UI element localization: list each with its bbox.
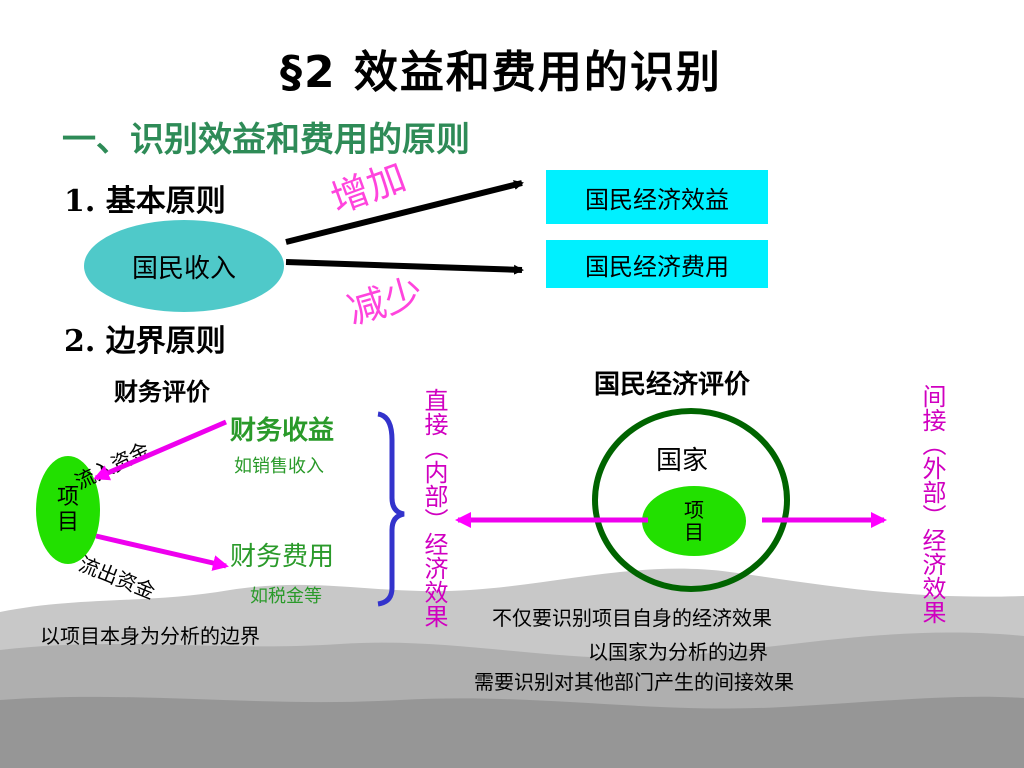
financial-income-label: 财务收益 <box>230 416 335 446</box>
financial-cost-example: 如税金等 <box>250 586 322 607</box>
national-income-ellipse: 国民收入 <box>84 220 284 312</box>
outflow-arrow <box>95 533 229 571</box>
increase-arrow <box>285 180 524 245</box>
page-title: §2 效益和费用的识别 <box>280 47 722 98</box>
financial-cost-label: 财务费用 <box>230 542 335 572</box>
project-label-national: 项目 <box>684 498 704 544</box>
national-evaluation-title: 国民经济评价 <box>594 370 751 400</box>
basic-principle-heading: 1. 基本原则 <box>64 184 226 219</box>
national-cost-box: 国民经济费用 <box>546 240 768 288</box>
national-benefit-label: 国民经济效益 <box>585 185 729 214</box>
national-note-line-2: 以国家为分析的边界 <box>588 640 768 664</box>
decrease-arrow <box>285 259 524 275</box>
grouping-brace <box>377 411 405 607</box>
project-ellipse-financial: 项目 <box>36 456 100 564</box>
national-benefit-box: 国民经济效益 <box>546 170 768 224</box>
financial-income-example: 如销售收入 <box>234 456 324 477</box>
national-note-line-3: 需要识别对其他部门产生的间接效果 <box>474 670 794 694</box>
financial-boundary-note: 以项目本身为分析的边界 <box>40 624 260 648</box>
national-note-line-1: 不仅要识别项目自身的经济效果 <box>492 606 772 630</box>
financial-evaluation-title: 财务评价 <box>114 378 210 406</box>
nation-circle <box>592 408 790 592</box>
national-income-label: 国民收入 <box>131 253 236 284</box>
direct-effect-vertical-label: 直接（内部）经济效果 <box>420 388 448 628</box>
marginal-principle-heading: 2. 边界原则 <box>64 324 226 359</box>
project-label-financial: 项目 <box>56 484 79 535</box>
project-ellipse-national: 项目 <box>642 486 746 556</box>
section-subtitle: 一、识别效益和费用的原则 <box>62 120 470 160</box>
inflow-arrow <box>93 419 227 481</box>
nation-label: 国家 <box>656 446 709 476</box>
indirect-effect-vertical-label: 间接（外部）经济效果 <box>918 384 946 624</box>
national-cost-label: 国民经济费用 <box>585 252 729 281</box>
